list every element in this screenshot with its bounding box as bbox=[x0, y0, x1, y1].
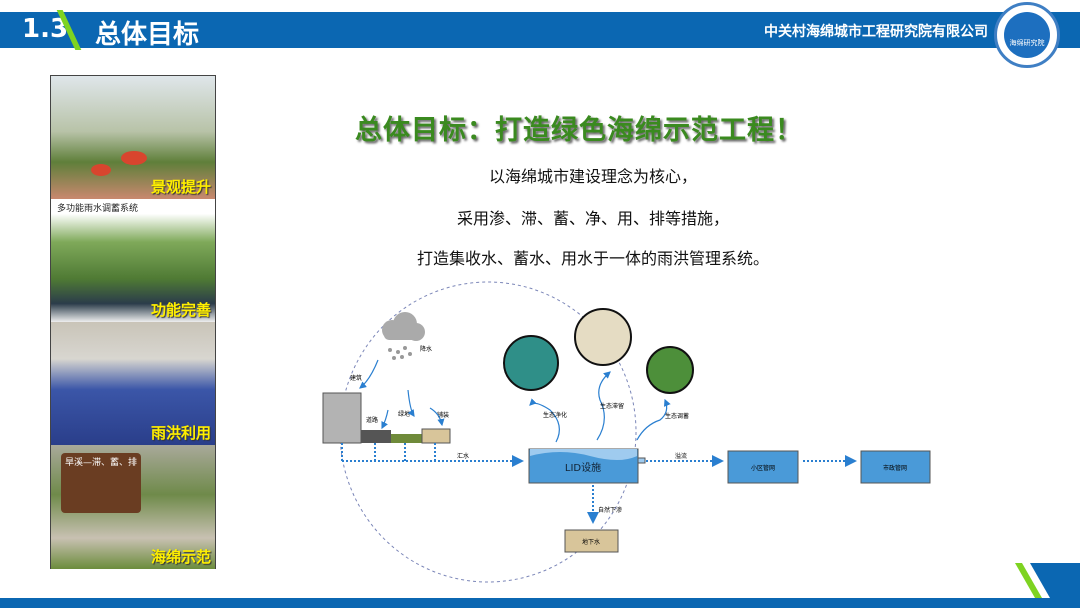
photo-label: 功能完善 bbox=[150, 301, 211, 319]
svg-text:道路: 道路 bbox=[366, 416, 378, 424]
cloud-icon bbox=[382, 312, 425, 360]
system-boundary bbox=[339, 281, 637, 583]
photo-strip: 景观提升 多功能雨水调蓄系统 功能完善 雨洪利用 旱溪—滞、蓄、排 海绵示范 bbox=[50, 75, 216, 569]
svg-text:铺装: 铺装 bbox=[437, 411, 449, 419]
photo-label: 海绵示范 bbox=[150, 548, 211, 566]
main-title: 总体目标：打造绿色海绵示范工程！ bbox=[355, 115, 803, 146]
label-lid: LID设施 bbox=[565, 461, 601, 474]
photo-label: 雨洪利用 bbox=[150, 424, 211, 442]
svg-text:绿地: 绿地 bbox=[398, 410, 410, 418]
photo-purification bbox=[503, 335, 559, 391]
svg-text:自然下渗: 自然下渗 bbox=[598, 506, 622, 514]
svg-text:溢流: 溢流 bbox=[675, 452, 687, 460]
paving-block bbox=[421, 428, 451, 444]
goal-line-2: 采用渗、滞、蓄、净、用、排等措施， bbox=[456, 209, 729, 228]
svg-text:建筑: 建筑 bbox=[350, 374, 362, 382]
photo-retention bbox=[574, 308, 632, 366]
header-bar bbox=[0, 12, 1080, 48]
footer-accent bbox=[1015, 563, 1042, 598]
building-block bbox=[322, 392, 362, 444]
photo-landscape: 景观提升 bbox=[51, 76, 215, 199]
footer-bar bbox=[0, 598, 1080, 608]
svg-text:小区管网: 小区管网 bbox=[751, 464, 775, 472]
groundwater-box bbox=[564, 529, 619, 553]
svg-text:生态调蓄: 生态调蓄 bbox=[665, 412, 689, 420]
photo-demo-sign: 旱溪—滞、蓄、排 海绵示范 bbox=[51, 445, 215, 569]
goal-line-1: 以海绵城市建设理念为核心， bbox=[488, 167, 697, 186]
road-block bbox=[361, 430, 391, 443]
photo-rainwater-modules: 雨洪利用 bbox=[51, 322, 215, 445]
svg-text:地下水: 地下水 bbox=[582, 538, 600, 546]
green-block bbox=[391, 434, 422, 443]
municipal-pipe-box bbox=[860, 450, 931, 484]
photo-regulation bbox=[646, 346, 694, 394]
photo-stormwater-system: 多功能雨水调蓄系统 功能完善 bbox=[51, 199, 215, 322]
photo-label: 景观提升 bbox=[150, 178, 211, 196]
section-title: 总体目标 bbox=[95, 20, 200, 50]
goal-line-3: 打造集收水、蓄水、用水于一体的雨洪管理系统。 bbox=[416, 249, 769, 268]
svg-text:市政管网: 市政管网 bbox=[883, 464, 907, 472]
svg-text:生态滞留: 生态滞留 bbox=[600, 402, 624, 410]
community-pipe-box bbox=[727, 450, 799, 484]
svg-text:生态净化: 生态净化 bbox=[543, 411, 567, 419]
svg-text:汇水: 汇水 bbox=[457, 452, 469, 460]
label-rain: 降水 bbox=[420, 345, 432, 353]
organization-logo: 海绵研究院 bbox=[994, 2, 1060, 68]
organization-name: 中关村海绵城市工程研究院有限公司 bbox=[764, 24, 988, 40]
